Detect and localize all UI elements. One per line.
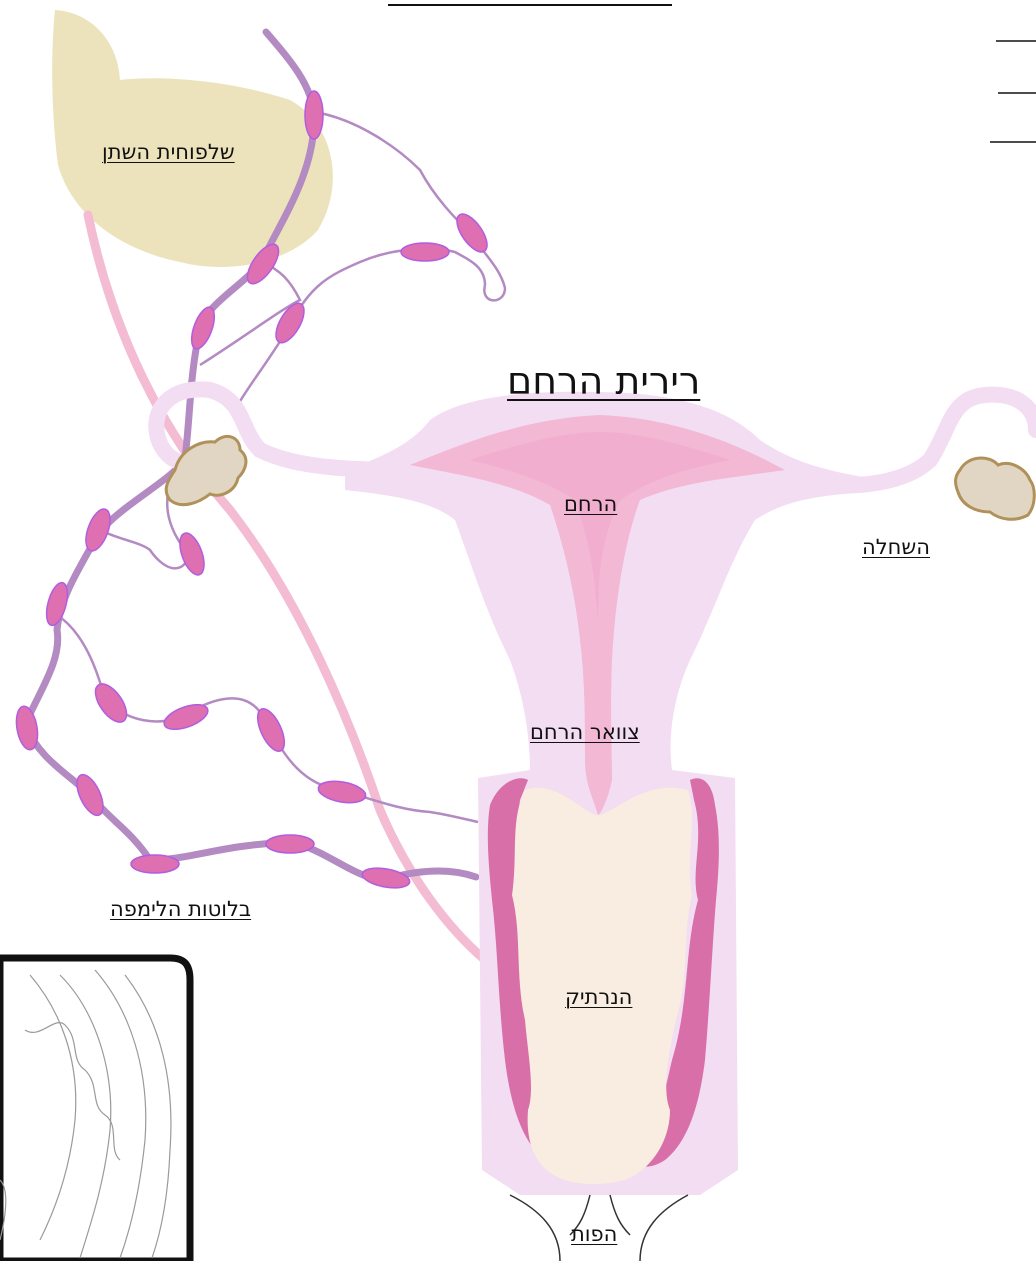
- lymph-node: [72, 771, 109, 819]
- label-endometrium: רירית הרחם: [507, 362, 700, 400]
- label-vagina: הנרתיק: [565, 987, 632, 1008]
- lymph-node: [451, 209, 493, 257]
- lymph-node: [43, 580, 72, 627]
- label-bladder: שלפוחית השתן: [102, 142, 235, 163]
- lymph-node: [161, 700, 211, 735]
- lymph-node: [266, 835, 314, 853]
- inset-box: [0, 958, 190, 1261]
- lymph-node: [401, 243, 449, 261]
- label-vulva: הפות: [571, 1224, 617, 1245]
- legend-lines: [990, 41, 1036, 142]
- label-cervix: צוואר הרחם: [530, 722, 640, 743]
- vulva-right-curve: [640, 1195, 688, 1261]
- lymph-node: [89, 679, 132, 728]
- label-lymph-nodes: בלוטות הלימפה: [110, 899, 251, 920]
- lymph-node: [361, 865, 411, 891]
- lymph-node: [252, 705, 290, 755]
- lymph-node: [305, 91, 323, 139]
- lymph-node: [187, 304, 219, 352]
- vulva-left-curve: [510, 1195, 560, 1261]
- right-ovary: [956, 458, 1035, 519]
- lymph-node: [81, 506, 115, 554]
- label-ovary: השחלה: [862, 537, 930, 558]
- label-uterus: הרחם: [564, 494, 617, 515]
- lymph-node: [317, 778, 368, 806]
- lymph-node: [13, 705, 40, 752]
- lymph-node: [131, 855, 179, 873]
- lymph-node: [175, 530, 209, 578]
- inset-border: [0, 958, 190, 1261]
